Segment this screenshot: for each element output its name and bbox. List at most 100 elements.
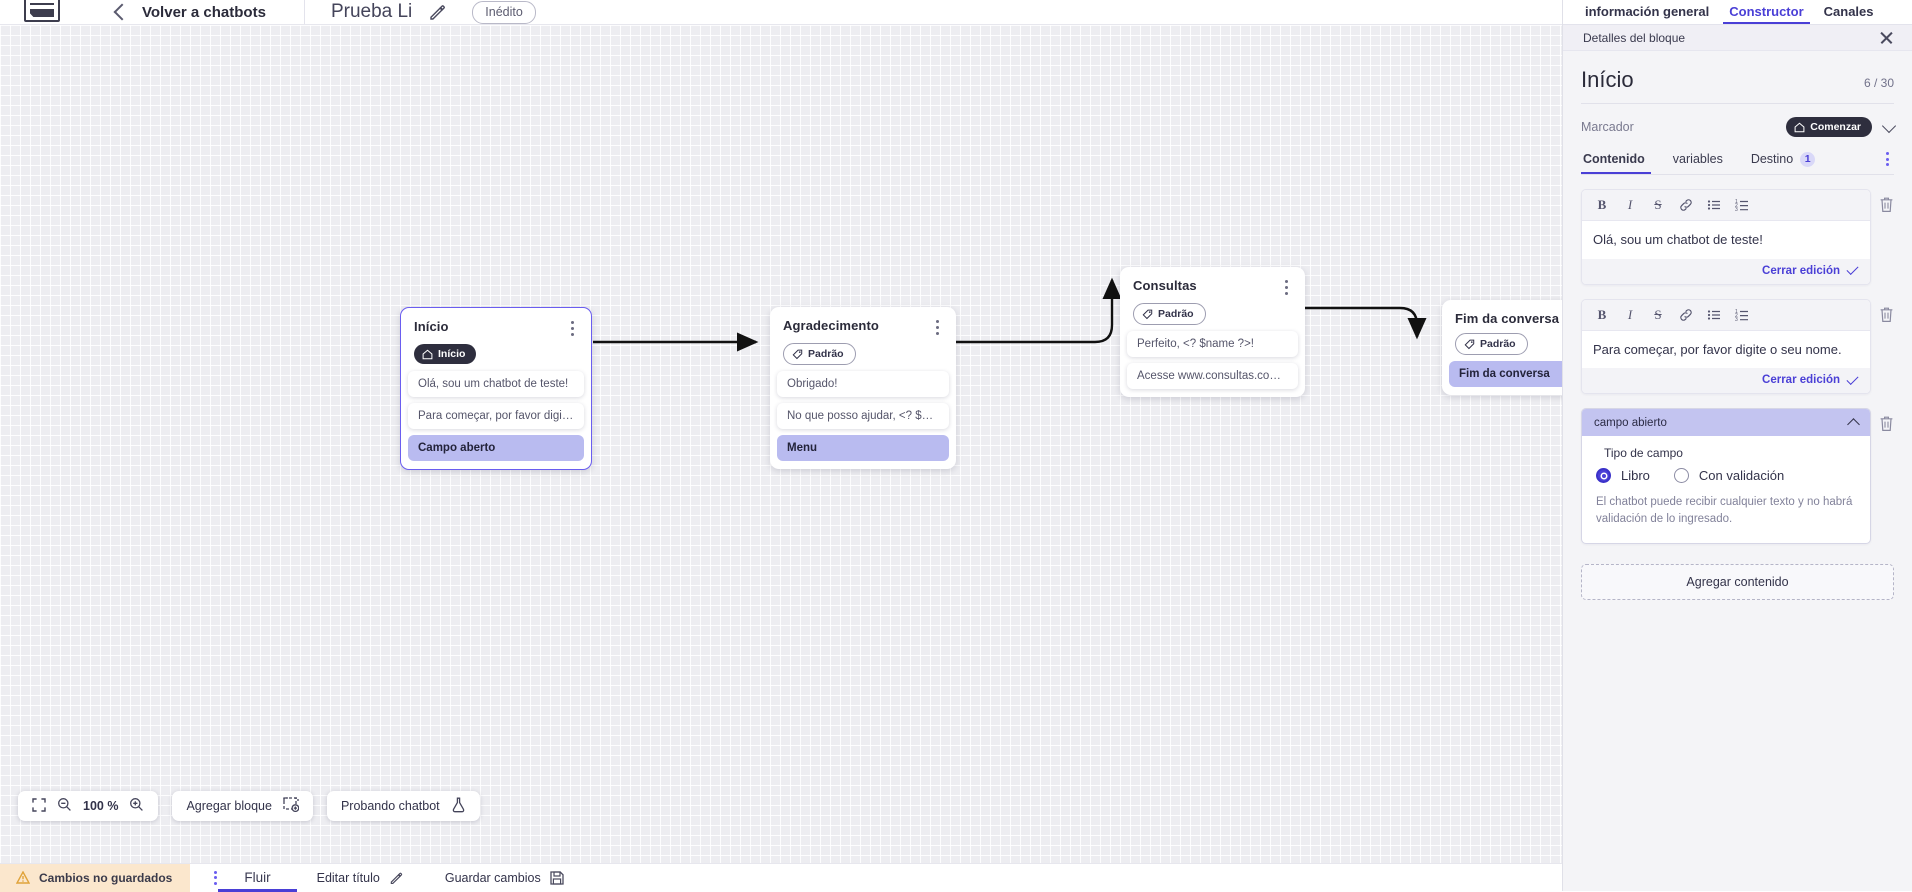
chevron-up-icon[interactable] (1847, 418, 1860, 431)
content-card-text[interactable]: Olá, sou um chatbot de teste! (1582, 221, 1870, 259)
node-item-selected[interactable]: Fim da conversa (1449, 361, 1562, 387)
field-type-label: Tipo de campo (1596, 446, 1856, 460)
flow-node-fim-da-conversa[interactable]: Fim da conversa Padrão Fim da conversa (1442, 300, 1562, 395)
tab-canales[interactable]: Canales (1814, 4, 1884, 24)
top-bar: Volver a chatbots Prueba Li Inédito (0, 0, 1562, 25)
italic-icon[interactable]: I (1616, 305, 1644, 325)
tab-contenido[interactable]: Contenido (1581, 152, 1659, 173)
delete-icon[interactable] (1879, 306, 1894, 323)
edit-title-label: Editar título (317, 871, 380, 885)
tab-destino[interactable]: Destino 1 (1737, 152, 1829, 174)
bold-icon[interactable]: B (1588, 195, 1616, 215)
flow-node-agradecimento[interactable]: Agradecimento Padrão Obrigado! No que po… (770, 307, 956, 469)
warning-icon (16, 871, 30, 884)
zoom-in-icon[interactable] (129, 797, 144, 815)
destino-count-badge: 1 (1800, 152, 1815, 167)
bullet-list-icon[interactable] (1700, 305, 1728, 325)
bottom-menu-button[interactable] (208, 870, 222, 886)
node-item[interactable]: Obrigado! (777, 371, 949, 397)
radio-libre-label: Libro (1621, 468, 1650, 483)
tab-fluir[interactable]: Fluir (240, 864, 274, 892)
tab-informacion-general[interactable]: información general (1575, 4, 1719, 24)
open-field-header[interactable]: campo abierto (1582, 409, 1870, 436)
panel-body: Início 6 / 30 Marcador Comenzar Contenid… (1563, 51, 1912, 600)
radio-con-validacion[interactable] (1674, 468, 1689, 483)
strikethrough-icon[interactable]: S (1644, 195, 1672, 215)
bottom-bar: Cambios no guardados Fluir Editar título… (0, 863, 1562, 891)
block-title: Início (1581, 67, 1864, 93)
delete-icon[interactable] (1879, 415, 1894, 432)
fit-screen-icon[interactable] (32, 798, 46, 815)
node-menu-button[interactable] (565, 319, 579, 337)
node-item[interactable]: Para começar, por favor digite o ... (408, 403, 584, 429)
close-edit-label[interactable]: Cerrar edición (1762, 374, 1840, 386)
flow-node-consultas[interactable]: Consultas Padrão Perfeito, <? $name ?>! … (1120, 267, 1305, 397)
marker-value-label: Comenzar (1810, 121, 1861, 133)
content-card-footer: Cerrar edición (1582, 368, 1870, 393)
bold-icon[interactable]: B (1588, 305, 1616, 325)
node-tag-row: Início (401, 337, 591, 371)
save-changes-button[interactable]: Guardar cambios (445, 871, 564, 885)
node-tag-row: Padrão (1442, 326, 1562, 361)
node-menu-button[interactable] (930, 318, 944, 336)
status-badge: Inédito (472, 1, 536, 24)
tab-destino-label: Destino (1751, 152, 1793, 166)
bullet-list-icon[interactable] (1700, 195, 1728, 215)
node-items: Obrigado! No que posso ajudar, <? $name … (770, 371, 956, 461)
chevron-down-icon[interactable] (1882, 118, 1896, 132)
node-menu-button[interactable] (1279, 278, 1293, 296)
add-content-button[interactable]: Agregar contenido (1581, 564, 1894, 600)
node-item[interactable]: Acesse www.consultas.com par... (1127, 363, 1298, 389)
marker-value-chip[interactable]: Comenzar (1786, 117, 1872, 137)
node-item-selected[interactable]: Campo aberto (408, 435, 584, 461)
edit-title-button[interactable]: Editar título (317, 871, 403, 885)
italic-icon[interactable]: I (1616, 195, 1644, 215)
node-title: Agradecimento (783, 318, 930, 333)
strikethrough-icon[interactable]: S (1644, 305, 1672, 325)
node-tag-default: Padrão (1455, 333, 1528, 355)
node-title: Consultas (1133, 278, 1279, 293)
add-block-label: Agregar bloque (186, 799, 271, 813)
node-item-selected[interactable]: Menu (777, 435, 949, 461)
panel-overflow-menu-button[interactable] (1880, 151, 1894, 167)
zoom-out-icon[interactable] (57, 797, 72, 815)
test-chatbot-button[interactable]: Probando chatbot (327, 791, 480, 821)
panel-subheader-label: Detalles del bloque (1583, 31, 1685, 45)
link-icon[interactable] (1672, 195, 1700, 215)
back-chevron-icon[interactable] (114, 4, 131, 21)
check-icon (1846, 263, 1858, 275)
node-header: Agradecimento (770, 307, 956, 336)
field-type-radio-group: Libro Con validación (1596, 468, 1856, 483)
node-item[interactable]: Olá, sou um chatbot de teste! (408, 371, 584, 397)
node-item[interactable]: Perfeito, <? $name ?>! (1127, 331, 1298, 357)
tab-variables[interactable]: variables (1659, 152, 1737, 173)
flow-canvas[interactable]: Início Início Olá, sou um chatbot de tes… (0, 25, 1562, 863)
pencil-icon (389, 871, 403, 885)
block-title-row: Início 6 / 30 (1581, 51, 1894, 103)
add-block-button[interactable]: Agregar bloque (172, 791, 312, 821)
node-item[interactable]: No que posso ajudar, <? $name ... (777, 403, 949, 429)
back-to-chatbots-link[interactable]: Volver a chatbots (142, 4, 266, 21)
open-field-wrapper: campo abierto Tipo de campo Libro Con va… (1581, 408, 1894, 544)
delete-icon[interactable] (1879, 196, 1894, 213)
link-icon[interactable] (1672, 305, 1700, 325)
node-header: Início (401, 308, 591, 337)
node-tag-label: Início (438, 348, 465, 360)
zoom-controls[interactable]: 100 % (18, 791, 158, 821)
close-edit-label[interactable]: Cerrar edición (1762, 265, 1840, 277)
edit-pencil-icon[interactable] (428, 3, 446, 21)
close-icon[interactable] (1879, 30, 1894, 45)
via-logo-icon (24, 0, 60, 22)
radio-libre[interactable] (1596, 468, 1611, 483)
tab-constructor[interactable]: Constructor (1719, 4, 1813, 24)
node-tag-start: Início (414, 344, 476, 364)
save-changes-label: Guardar cambios (445, 871, 541, 885)
svg-text:3: 3 (1735, 317, 1738, 322)
content-card-text[interactable]: Para começar, por favor digite o seu nom… (1582, 331, 1870, 369)
flow-node-inicio[interactable]: Início Início Olá, sou um chatbot de tes… (400, 307, 592, 470)
